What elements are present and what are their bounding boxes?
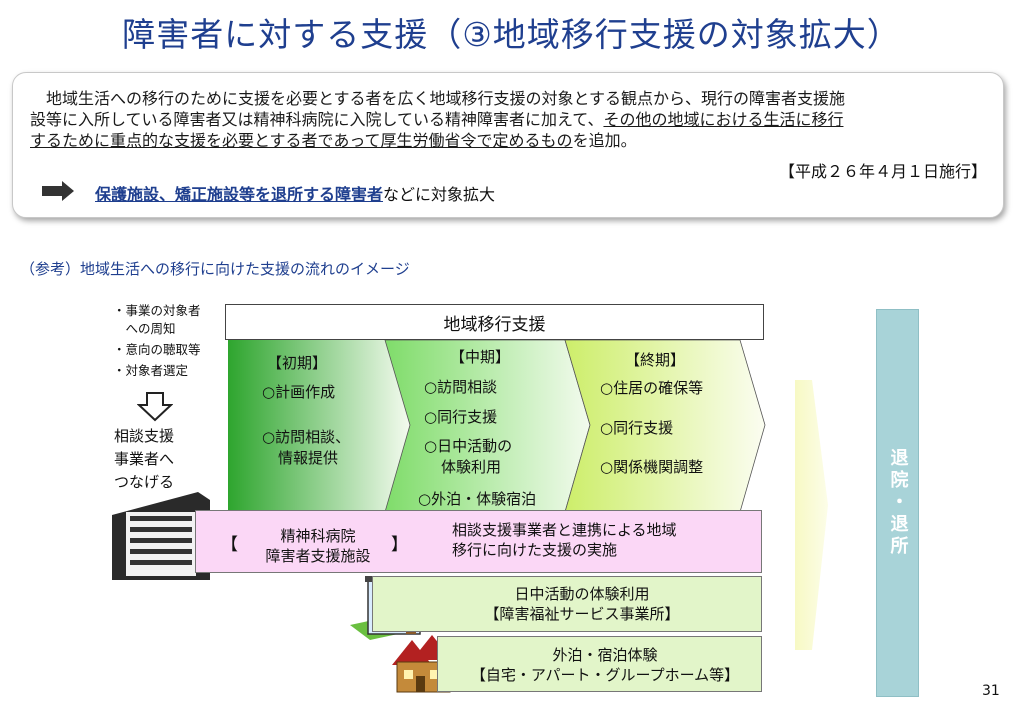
page-number: 31 [982,683,1000,699]
right-arrow-icon [42,181,74,201]
summary-underlined-2: するために重点的な支援を必要とする者であって厚生労働省令で定めるもの [30,131,573,150]
down-arrow-icon [137,392,173,422]
prep-step: ・意向の聴取等 [113,342,201,357]
stage-item: 情報提供 [278,449,339,467]
prep-steps: ・事業の対象者 への周知 ・意向の聴取等 ・対象者選定 [113,302,201,380]
bracket-open: 【 [221,535,238,555]
stage-item: ○同行支援 [424,408,498,426]
facility-band [195,510,762,573]
summary-line-1: 地域生活への移行のために支援を必要とする者を広く地域移行支援の対象とする観点から… [46,89,846,108]
facility-description: 相談支援事業者と連携による地域 移行に向けた支援の実施 [452,521,677,559]
bracket-close: 】 [391,535,408,555]
prep-step: への周知 [113,321,176,336]
discharge-label: 退院・退所 [887,448,909,558]
hospital-building-icon [112,492,210,580]
stage-early-head: 【初期】 [267,354,328,372]
connect-text: 相談支援 事業者へ つなげる [114,427,175,491]
stage-item: ○訪問相談 [424,378,498,396]
target-expansion: 保護施設、矯正施設等を退所する障害者などに対象拡大 [95,185,496,204]
summary-line-2: 設等に入所している障害者又は精神科病院に入院している精神障害者に加えて、その他の… [30,110,844,129]
prep-step: ・対象者選定 [113,363,189,378]
stage-item: ○同行支援 [600,419,674,437]
discharge-bar: 退院・退所 [876,309,919,697]
prep-step: ・事業の対象者 [113,303,201,318]
transition-arrow [795,380,828,650]
stage-item: ○住居の確保等 [600,379,704,397]
summary-text: 地域生活への移行のために支援を必要とする者を広く地域移行支援の対象とする観点から… [30,88,990,151]
target-highlight: 保護施設、矯正施設等を退所する障害者 [95,185,384,204]
stage-item: 体験利用 [441,458,502,476]
header-box: 地域移行支援 [225,304,764,340]
facility-names: 精神科病院 障害者支援施設 [265,527,371,565]
summary-box [12,72,1004,218]
stay-experience-band [437,636,762,692]
stage-item: ○訪問相談、 [262,428,351,446]
stage-early-arrow [228,340,410,512]
stage-item: ○外泊・体験宿泊 [418,490,537,508]
stage-item: ○日中活動の [424,437,513,455]
day-activity-text: 日中活動の体験利用 【障害福祉サービス事業所】 [484,585,680,623]
stage-item: ○計画作成 [262,383,336,401]
summary-underlined-1: その他の地域における生活に移行 [603,110,844,129]
enforcement-date: 【平成２６年４月１日施行】 [778,162,987,181]
page-title: 障害者に対する支援（③地域移行支援の対象拡大） [122,15,901,54]
summary-line-3: するために重点的な支援を必要とする者であって厚生労働省令で定めるものを追加。 [30,131,637,150]
stage-late-head: 【終期】 [625,351,686,369]
stay-experience-text: 外泊・宿泊体験 【自宅・アパート・グループホーム等】 [470,646,740,684]
stage-item: ○関係機関調整 [600,458,704,476]
day-activity-band [372,576,762,632]
reference-caption: （参考）地域生活への移行に向けた支援の流れのイメージ [20,260,410,278]
stage-mid-head: 【中期】 [450,348,511,366]
